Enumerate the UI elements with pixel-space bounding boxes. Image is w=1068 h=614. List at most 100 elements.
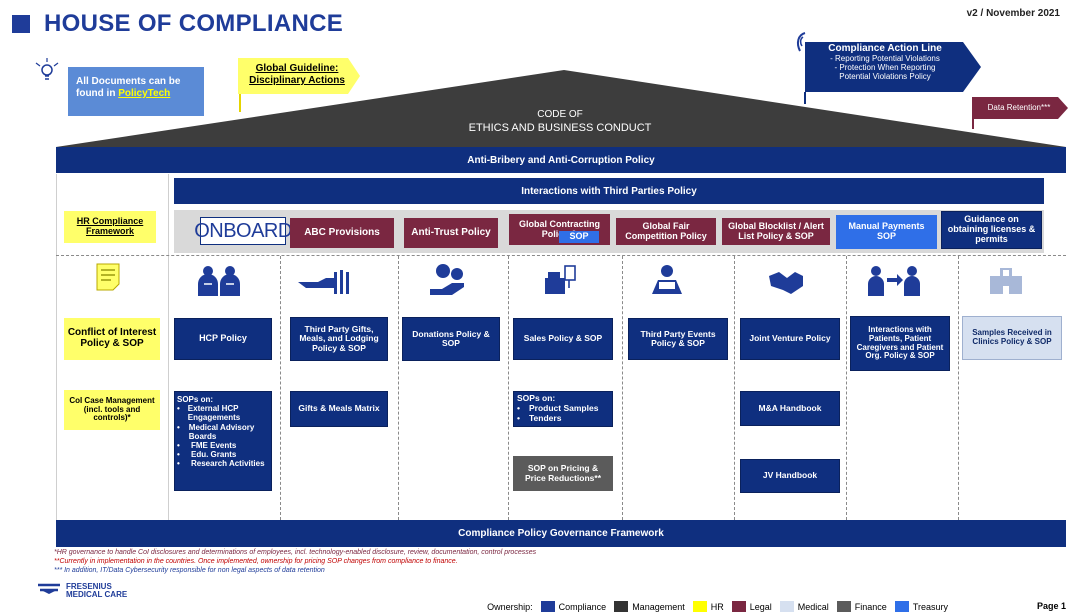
global-guideline-arrow bbox=[238, 58, 360, 94]
roof-line-2: ETHICS AND BUSINESS CONDUCT bbox=[468, 122, 652, 134]
version-label: v2 / November 2021 bbox=[966, 8, 1060, 19]
sales-sops-title: SOPs on: bbox=[517, 393, 556, 403]
title-square-icon bbox=[12, 15, 30, 33]
ma-handbook[interactable]: M&A Handbook bbox=[740, 391, 840, 426]
footnotes: *HR governance to handle CoI disclosures… bbox=[54, 549, 536, 575]
jv-handbook[interactable]: JV Handbook bbox=[740, 459, 840, 493]
hcp-sop-item: •FME Events bbox=[177, 440, 237, 450]
coi-case-management[interactable]: CoI Case Management (incl. tools and con… bbox=[64, 390, 160, 430]
anti-bribery-band[interactable]: Anti-Bribery and Anti-Corruption Policy bbox=[56, 147, 1066, 173]
legend-item: Finance bbox=[854, 601, 887, 612]
global-guideline-line1: Global Guideline: bbox=[255, 63, 339, 74]
code-of-ethics[interactable]: CODE OF ETHICS AND BUSINESS CONDUCT bbox=[400, 108, 720, 135]
roof-shape bbox=[56, 70, 1066, 147]
legend-swatch-legal bbox=[731, 601, 746, 612]
footnote-2: **Currently in implementation in the cou… bbox=[54, 557, 458, 565]
hcp-policy[interactable]: HCP Policy bbox=[174, 318, 272, 360]
column-divider bbox=[280, 256, 281, 520]
donations-policy[interactable]: Donations Policy & SOP bbox=[402, 317, 500, 361]
legend-swatch-treasury bbox=[894, 601, 909, 612]
legend-item: Treasury bbox=[912, 601, 948, 612]
documents-text: All Documents can be found in bbox=[76, 76, 181, 99]
abc-provisions[interactable]: ABC Provisions bbox=[290, 218, 394, 248]
global-guideline[interactable]: Global Guideline: Disciplinary Actions bbox=[242, 63, 352, 87]
legend-swatch-medical bbox=[779, 601, 794, 612]
data-retention[interactable]: Data Retention*** bbox=[987, 103, 1051, 112]
column-divider bbox=[398, 256, 399, 520]
legend-swatch-management bbox=[614, 601, 629, 612]
third-party-events-policy[interactable]: Third Party Events Policy & SOP bbox=[628, 318, 728, 360]
legend-label: Ownership: bbox=[487, 601, 533, 612]
legend-item: Compliance bbox=[558, 601, 607, 612]
hr-column bbox=[56, 174, 169, 520]
global-blocklist[interactable]: Global Blocklist / Alert List Policy & S… bbox=[722, 218, 830, 245]
hcp-sops[interactable]: SOPs on: •External HCP Engagements •Medi… bbox=[174, 391, 272, 491]
page-number: Page 1 bbox=[1036, 601, 1066, 611]
column-divider bbox=[846, 256, 847, 520]
legend-item: HR bbox=[710, 601, 724, 612]
conflict-of-interest-policy[interactable]: Conflict of Interest Policy & SOP bbox=[64, 318, 160, 360]
action-line-title: Compliance Action Line bbox=[828, 43, 942, 54]
policytech-link[interactable]: PolicyTech bbox=[118, 88, 171, 99]
gifts-meals-icon bbox=[298, 270, 349, 294]
governance-band[interactable]: Compliance Policy Governance Framework bbox=[56, 520, 1066, 547]
phone-handset-icon bbox=[796, 32, 806, 52]
action-line-item1: - Reporting Potential Violations bbox=[830, 54, 940, 63]
manual-payments-sop[interactable]: Manual Payments SOP bbox=[836, 215, 937, 249]
sales-register-icon bbox=[545, 265, 576, 294]
licenses-guidance[interactable]: Guidance on obtaining licenses & permits bbox=[941, 211, 1042, 249]
roof-line-1: CODE OF bbox=[537, 109, 583, 120]
third-party-gifts-policy[interactable]: Third Party Gifts, Meals, and Lodging Po… bbox=[290, 317, 388, 361]
compliance-action-line[interactable]: Compliance Action Line - Reporting Poten… bbox=[805, 43, 965, 81]
global-fair-competition[interactable]: Global Fair Competition Policy bbox=[616, 218, 716, 245]
footnote-1: *HR governance to handle CoI disclosures… bbox=[54, 549, 537, 556]
gifts-meals-matrix[interactable]: Gifts & Meals Matrix bbox=[290, 391, 388, 427]
hcp-sop-item: •Edu. Grants bbox=[177, 450, 237, 460]
onboard-logo-text: ONBOARD bbox=[194, 219, 292, 242]
logo-line-2: MEDICAL CARE bbox=[66, 590, 128, 600]
guideline-pole bbox=[239, 94, 241, 112]
clinic-building-icon bbox=[990, 268, 1022, 294]
third-parties-band[interactable]: Interactions with Third Parties Policy bbox=[174, 178, 1044, 204]
hr-compliance-framework[interactable]: HR Compliance Framework bbox=[64, 211, 156, 243]
legend-swatch-hr bbox=[692, 601, 707, 612]
action-line-item2: - Protection When Reporting bbox=[834, 62, 936, 72]
company-logo-text: FRESENIUS MEDICAL CARE bbox=[66, 582, 128, 600]
lightbulb-icon bbox=[35, 58, 59, 80]
page-title: HOUSE OF COMPLIANCE bbox=[44, 10, 344, 37]
global-guideline-line2: Disciplinary Actions bbox=[249, 75, 345, 86]
hcp-sop-item: •Medical Advisory Boards bbox=[177, 422, 255, 441]
ownership-legend: Ownership: Compliance Management HR Lega… bbox=[487, 601, 948, 612]
column-divider bbox=[734, 256, 735, 520]
events-reader-icon bbox=[652, 265, 682, 294]
joint-venture-policy[interactable]: Joint Venture Policy bbox=[740, 318, 840, 360]
sales-sop-item: •Tenders bbox=[517, 412, 562, 423]
data-retention-arrow bbox=[972, 97, 1068, 119]
onboard-logo[interactable]: ONBOARD bbox=[194, 217, 292, 245]
samples-clinics-policy[interactable]: Samples Received in Clinics Policy & SOP bbox=[962, 316, 1062, 360]
column-divider bbox=[958, 256, 959, 520]
global-contracting-sop[interactable]: SOP bbox=[559, 231, 599, 243]
sales-policy[interactable]: Sales Policy & SOP bbox=[513, 318, 613, 360]
fresenius-logo-icon bbox=[38, 583, 60, 594]
patient-interactions-policy[interactable]: Interactions with Patients, Patient Care… bbox=[850, 316, 950, 371]
data-retention-pole bbox=[972, 119, 974, 129]
legend-item: Management bbox=[632, 601, 685, 612]
documents-callout: All Documents can be found in PolicyTech bbox=[68, 67, 204, 116]
hcp-sop-item: •Research Activities bbox=[177, 459, 265, 469]
checklist-icon bbox=[96, 263, 120, 291]
hcp-sop-item: •External HCP Engagements bbox=[177, 404, 241, 423]
legend-swatch-compliance bbox=[540, 601, 555, 612]
hcp-sops-list: •External HCP Engagements •Medical Advis… bbox=[177, 404, 269, 468]
sales-sop-item: •Product Samples bbox=[517, 402, 599, 413]
hr-framework-line2: Framework bbox=[85, 226, 135, 236]
action-line-pole bbox=[804, 92, 806, 104]
legend-swatch-finance bbox=[836, 601, 851, 612]
pricing-sop[interactable]: SOP on Pricing & Price Reductions** bbox=[513, 456, 613, 491]
action-line-arrow bbox=[805, 42, 981, 92]
column-divider bbox=[622, 256, 623, 520]
legend-item: Medical bbox=[797, 601, 829, 612]
anti-trust-policy[interactable]: Anti-Trust Policy bbox=[404, 218, 498, 248]
divider-line bbox=[56, 255, 1066, 256]
sales-sops[interactable]: SOPs on: •Product Samples •Tenders bbox=[513, 391, 613, 427]
